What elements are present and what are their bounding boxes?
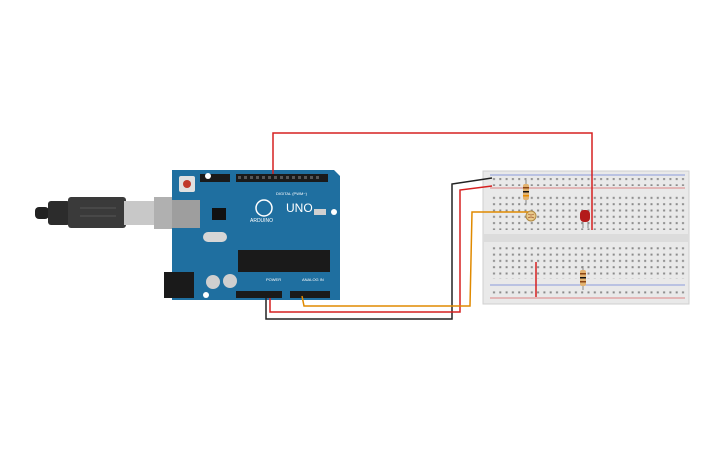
photoresistor[interactable] (525, 210, 537, 222)
atmega-chip (238, 250, 330, 272)
usb-plug-body (68, 197, 126, 228)
wire-red-top[interactable] (272, 132, 593, 230)
analog-header[interactable] (290, 291, 330, 298)
resistor-top[interactable] (523, 180, 529, 204)
wire-black-ground[interactable] (265, 177, 493, 320)
breadboard[interactable] (482, 170, 690, 305)
led-red[interactable] (580, 210, 590, 228)
power-header[interactable] (236, 291, 282, 298)
analog-label: ANALOG IN (302, 277, 324, 282)
power-label: POWER (266, 277, 281, 282)
wire-red-power[interactable] (269, 185, 493, 313)
power-jack (164, 272, 194, 298)
usb-cable[interactable] (35, 197, 178, 229)
board-brand-label: ARDUINO (250, 218, 273, 224)
arduino-uno-board[interactable]: DIGITAL (PWM~) UNO ARDUINO POWER ANALOG … (164, 170, 340, 300)
digital-label: DIGITAL (PWM~) (276, 191, 308, 196)
usb-connector-metal (124, 201, 156, 225)
resistor-bottom[interactable] (580, 266, 586, 290)
arduino-logo-icon (255, 199, 273, 217)
usb-cable-end (35, 207, 49, 219)
wire-orange-analog[interactable] (301, 211, 528, 307)
board-model-label: UNO (286, 201, 313, 215)
